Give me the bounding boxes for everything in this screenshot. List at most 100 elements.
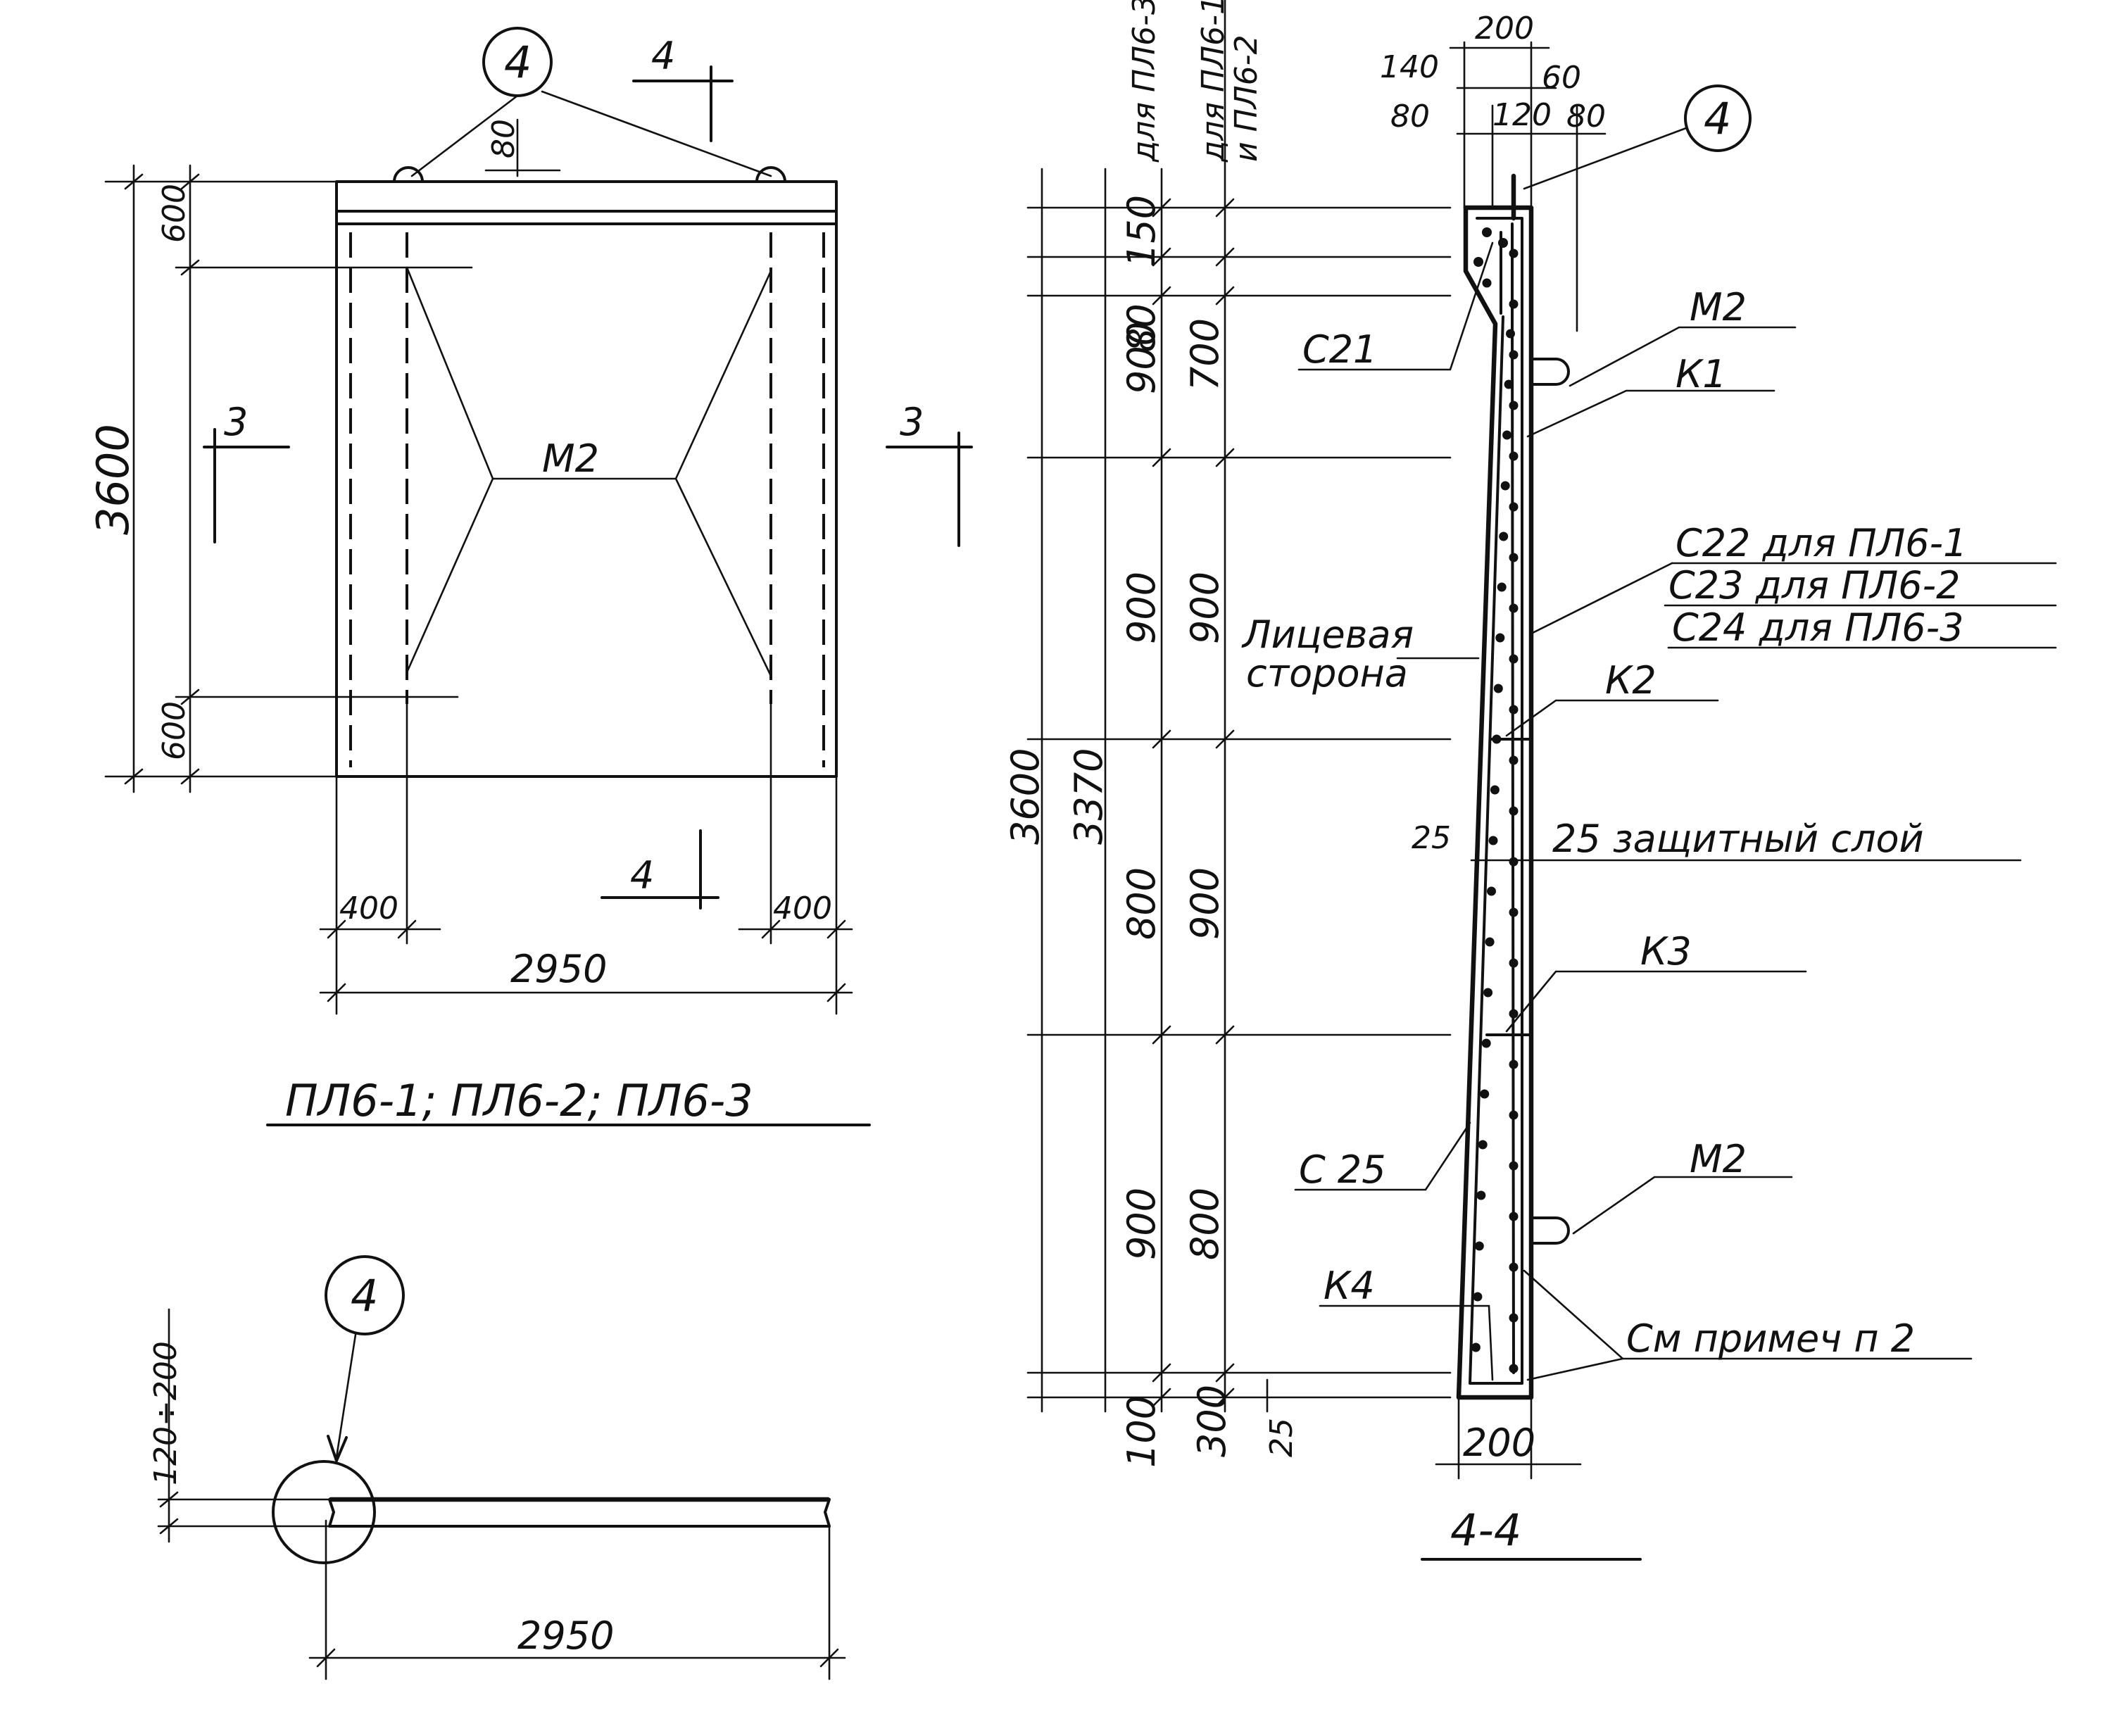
tick bbox=[180, 173, 200, 190]
plan-strip bbox=[328, 1498, 831, 1528]
chain-b-label: 800 bbox=[1183, 1188, 1227, 1260]
label-m2-top: М2 bbox=[1690, 285, 1747, 329]
leader-k3 bbox=[1505, 970, 1807, 1033]
plan-ref-leader bbox=[335, 1333, 357, 1459]
leader-k4 bbox=[1319, 1304, 1494, 1381]
tick bbox=[1215, 247, 1235, 267]
rebar-dot bbox=[1509, 1262, 1519, 1272]
rebar-dot bbox=[1495, 633, 1505, 643]
label-c25: С 25 bbox=[1299, 1147, 1386, 1192]
tick bbox=[1152, 729, 1171, 749]
rebar-dot bbox=[1509, 806, 1519, 816]
leader-k2 bbox=[1505, 699, 1719, 737]
rebar-dot bbox=[1509, 705, 1519, 715]
rebar-dot bbox=[1504, 379, 1514, 389]
label-note: См примеч п 2 bbox=[1626, 1316, 1915, 1361]
tick bbox=[1152, 247, 1171, 267]
dim-height: 3600 bbox=[87, 424, 139, 535]
rebar-dot bbox=[1487, 886, 1496, 896]
label-k2: К2 bbox=[1605, 658, 1657, 703]
section-rebar-outer bbox=[1469, 217, 1523, 1385]
dim-bottom-25: 25 bbox=[1264, 1418, 1300, 1457]
tick bbox=[1215, 286, 1235, 306]
rebar-dot bbox=[1485, 937, 1495, 947]
rebar-dot bbox=[1478, 1140, 1488, 1150]
tick bbox=[1152, 198, 1171, 218]
face-label-2: сторона bbox=[1246, 651, 1408, 696]
dim-offset-left: 400 bbox=[339, 891, 398, 926]
rebar-dot bbox=[1493, 684, 1503, 693]
chain-b-label: 300 bbox=[1190, 1385, 1234, 1457]
rebar-dot bbox=[1509, 1110, 1519, 1120]
chain-a-label: 80 bbox=[1119, 303, 1164, 352]
leader-k1 bbox=[1526, 389, 1775, 438]
tick bbox=[1215, 1388, 1235, 1407]
tick bbox=[1215, 448, 1235, 467]
top-dim-60-label: 60 bbox=[1542, 60, 1581, 96]
tick bbox=[1152, 448, 1171, 467]
rebar-dot bbox=[1509, 603, 1519, 613]
section-rebar-inner bbox=[1511, 222, 1515, 1374]
rebar-dot bbox=[1509, 654, 1519, 664]
tick bbox=[327, 983, 346, 1002]
dim-bottom: 600 bbox=[156, 701, 192, 760]
label-k4: К4 bbox=[1324, 1264, 1375, 1308]
rebar-dot bbox=[1509, 1364, 1519, 1373]
rebar-dot bbox=[1509, 553, 1519, 562]
tick bbox=[180, 259, 200, 276]
cut-3-right-label: 3 bbox=[900, 400, 924, 444]
column-head-left: для ПЛ6-3 bbox=[1126, 0, 1162, 163]
leader-c21 bbox=[1297, 241, 1494, 371]
tick bbox=[819, 1648, 839, 1668]
panel-plan: 4 120÷200 2950 bbox=[148, 1255, 846, 1680]
insert-label-m2: М2 bbox=[542, 436, 599, 481]
tick bbox=[1215, 198, 1235, 218]
chain-a-label: 800 bbox=[1119, 867, 1164, 940]
lifting-loop-left bbox=[393, 166, 424, 183]
label-cover-right: 25 защитный слой bbox=[1552, 817, 1924, 861]
node-leader-right bbox=[541, 90, 772, 177]
rebar-dot bbox=[1509, 1009, 1519, 1019]
tick bbox=[1215, 729, 1235, 749]
lifting-loop-right bbox=[755, 166, 786, 183]
label-c22: С22 для ПЛ6-1 bbox=[1676, 521, 1968, 565]
top-dim-140-label: 140 bbox=[1380, 49, 1439, 85]
section-title: 4-4 bbox=[1450, 1504, 1521, 1556]
top-dim-120-label: 120 bbox=[1492, 97, 1552, 133]
plan-width: 2950 bbox=[517, 1614, 614, 1658]
rebar-dot bbox=[1502, 430, 1512, 440]
rebar-dot bbox=[1482, 278, 1492, 288]
rebar-dot bbox=[1509, 755, 1519, 765]
column-head-right-2: и ПЛ6-2 bbox=[1228, 34, 1264, 162]
tick bbox=[1152, 286, 1171, 306]
tick bbox=[180, 688, 200, 705]
insert-m2-top bbox=[1530, 358, 1570, 386]
rebar-dot bbox=[1488, 836, 1498, 845]
rebar-dot bbox=[1476, 1190, 1486, 1200]
section-extension-lines bbox=[1026, 198, 1452, 1407]
rebar-dot bbox=[1499, 532, 1509, 541]
label-m2-bottom: М2 bbox=[1690, 1137, 1747, 1181]
cut-4-bottom-label: 4 bbox=[630, 853, 654, 898]
insert-m2-bottom bbox=[1530, 1216, 1570, 1245]
label-c24: С24 для ПЛ6-3 bbox=[1672, 605, 1964, 650]
rebar-dot bbox=[1509, 401, 1519, 410]
dim-offset-right: 400 bbox=[773, 891, 832, 926]
column-head-right-1: для ПЛ6-1 bbox=[1195, 0, 1231, 163]
section-node-label: 4 bbox=[1704, 93, 1731, 144]
rebar-dot bbox=[1509, 1161, 1519, 1171]
label-c23: С23 для ПЛ6-2 bbox=[1668, 563, 1961, 608]
rebar-dot bbox=[1498, 238, 1508, 248]
cut-4-top-label: 4 bbox=[651, 34, 675, 78]
leader-c25 bbox=[1294, 1121, 1471, 1191]
tick bbox=[180, 768, 200, 785]
rebar-dot bbox=[1490, 785, 1500, 795]
leader-m2-top bbox=[1569, 326, 1797, 387]
dim-top: 600 bbox=[156, 184, 192, 243]
rebar-dot bbox=[1509, 451, 1519, 461]
tick bbox=[1215, 1025, 1235, 1045]
rebar-dot bbox=[1509, 1212, 1519, 1221]
node-leader-left bbox=[410, 94, 519, 177]
leader-m2-bottom bbox=[1572, 1176, 1793, 1235]
